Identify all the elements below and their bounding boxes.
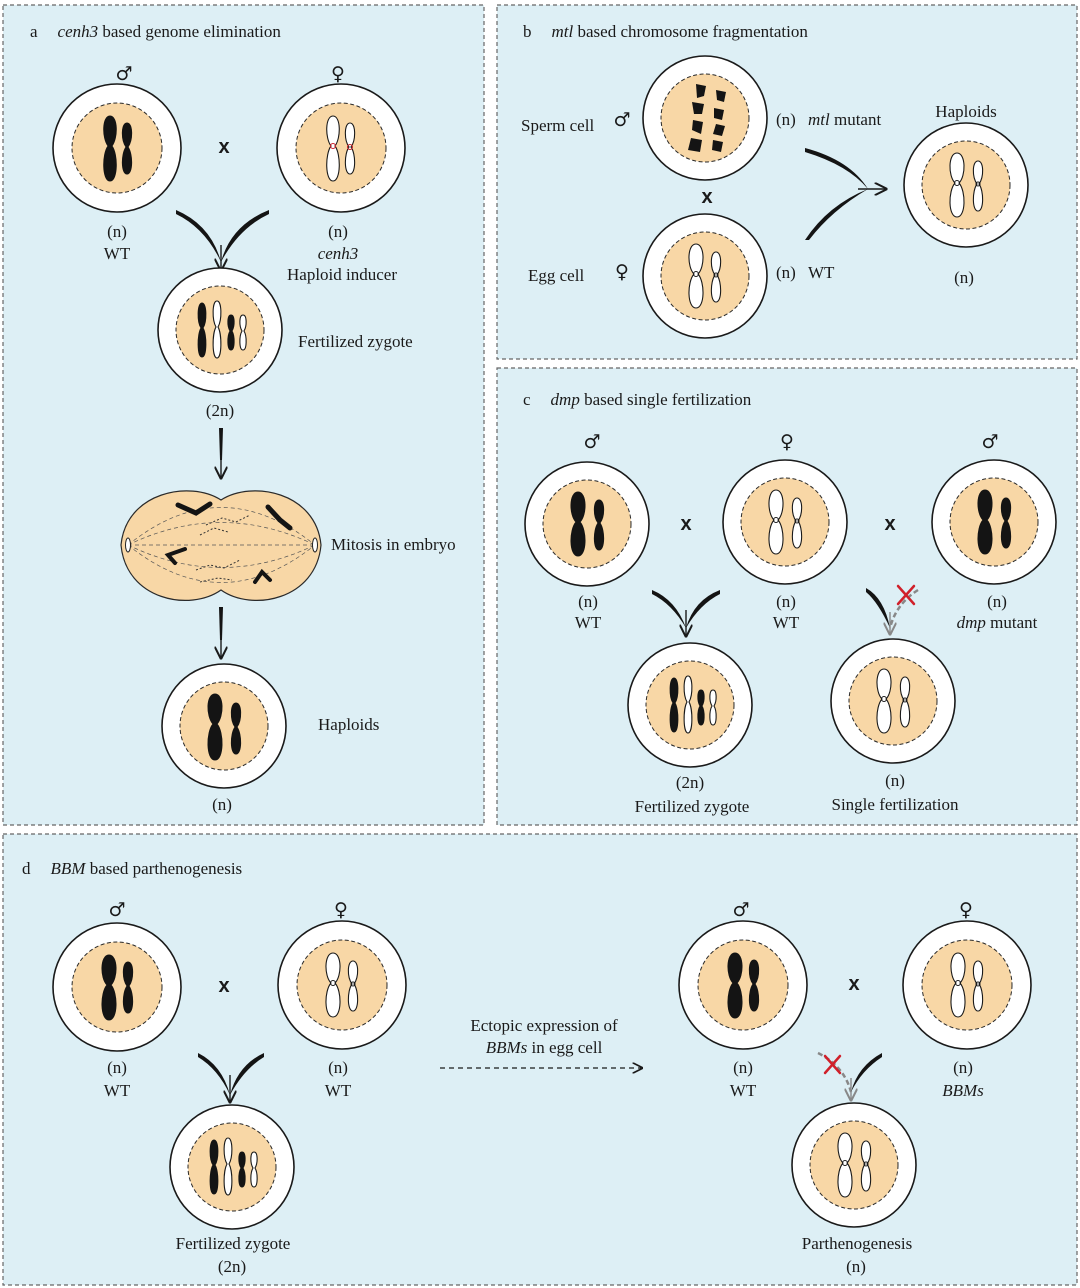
cell-c-male-dmp (931, 459, 1057, 585)
cell-b-haploid (903, 122, 1029, 248)
female-symbol: ♀ (615, 261, 629, 283)
cell-d-female-wt (277, 920, 407, 1050)
ploidy-label: (n) (328, 222, 348, 241)
genotype-label: WT (575, 613, 602, 632)
cell-c-zygote (627, 642, 753, 768)
zygote-label: Fertilized zygote (635, 797, 750, 816)
ectopic-label: Ectopic expression of (470, 1016, 618, 1035)
female-symbol: ♀ (334, 899, 348, 921)
inducer-label: Haploid inducer (287, 265, 397, 284)
genotype-label: mtl mutant (808, 110, 881, 129)
single-fertilization-label: Single fertilization (832, 795, 959, 814)
ploidy-label: (n) (733, 1058, 753, 1077)
genotype-label: dmp mutant (957, 613, 1038, 632)
male-symbol: ♂ (583, 431, 600, 453)
block-cross-icon (823, 1054, 842, 1075)
ploidy-label: (n) (953, 1058, 973, 1077)
cross-symbol: x (680, 513, 691, 535)
cell-b-egg-wt (642, 213, 768, 339)
mitosis-cell (120, 490, 322, 601)
zygote-label: Fertilized zygote (176, 1234, 291, 1253)
cross-symbol: x (218, 975, 229, 997)
male-symbol: ♂ (613, 109, 630, 131)
zygote-label: Fertilized zygote (298, 332, 413, 351)
cell-b-sperm-mtl (642, 55, 768, 181)
blocked-fusion-arrow (866, 584, 919, 634)
cell-c-male-wt (524, 461, 650, 587)
male-symbol: ♂ (732, 899, 749, 921)
male-symbol: ♂ (981, 431, 998, 453)
genotype-label: WT (104, 1081, 131, 1100)
male-symbol: ♂ (115, 63, 132, 85)
female-symbol: ♀ (331, 63, 345, 85)
cell-d-female-bbms (902, 920, 1032, 1050)
ploidy-label: (n) (776, 263, 796, 282)
egg-cell-label: Egg cell (528, 266, 584, 285)
cell-a-female-cenh3 (276, 83, 406, 213)
genotype-label: WT (808, 263, 835, 282)
parthenogenesis-label: Parthenogenesis (802, 1234, 912, 1253)
sperm-cell-label: Sperm cell (521, 116, 594, 135)
cross-symbol: x (701, 186, 712, 208)
genotype-label: WT (773, 613, 800, 632)
cell-c-single (830, 638, 956, 764)
ectopic-label: BBMs in egg cell (486, 1038, 603, 1057)
cell-a-male-wt (52, 83, 182, 213)
male-symbol: ♂ (108, 899, 125, 921)
ploidy-label: (n) (987, 592, 1007, 611)
block-cross-icon (896, 584, 916, 606)
ploidy-label: (2n) (218, 1257, 246, 1276)
ploidy-label: (2n) (676, 773, 704, 792)
fusion-arrow (198, 1053, 264, 1102)
cross-symbol: x (884, 513, 895, 535)
ploidy-label: (n) (846, 1257, 866, 1276)
genotype-label: WT (104, 244, 131, 263)
mitosis-label: Mitosis in embryo (331, 535, 456, 554)
blocked-fusion-arrow (817, 1051, 882, 1100)
ploidy-label: (n) (885, 771, 905, 790)
fusion-arrow (805, 148, 886, 240)
fusion-arrow (176, 210, 269, 270)
female-symbol: ♀ (959, 899, 973, 921)
cell-d-parthenogenesis (791, 1102, 917, 1228)
cell-d-zygote (169, 1104, 295, 1230)
cross-symbol: x (848, 973, 859, 995)
ploidy-label: (n) (107, 1058, 127, 1077)
panel-d-frame (2, 833, 1078, 1286)
ploidy-label: (n) (107, 222, 127, 241)
ploidy-label: (n) (578, 592, 598, 611)
genotype-label: WT (730, 1081, 757, 1100)
genotype-label: cenh3 (318, 244, 359, 263)
haploid-label: Haploids (935, 102, 996, 121)
panel-c-frame (496, 367, 1078, 826)
ploidy-label: (2n) (206, 401, 234, 420)
genotype-label: WT (325, 1081, 352, 1100)
cell-a-zygote (157, 267, 283, 393)
ploidy-label: (n) (328, 1058, 348, 1077)
genotype-label: BBMs (942, 1081, 984, 1100)
cell-c-female-wt (722, 459, 848, 585)
fusion-arrow (652, 590, 720, 636)
female-symbol: ♀ (780, 431, 794, 453)
ploidy-label: (n) (776, 110, 796, 129)
ploidy-label: (n) (212, 795, 232, 814)
cell-a-haploid (161, 663, 287, 789)
cell-d-male-wt (52, 922, 182, 1052)
ploidy-label: (n) (776, 592, 796, 611)
arrow-down (219, 428, 223, 478)
arrow-down (219, 607, 223, 658)
cell-d-male-wt-right (678, 920, 808, 1050)
cross-symbol: x (218, 136, 229, 158)
ploidy-label: (n) (954, 268, 974, 287)
haploid-label: Haploids (318, 715, 379, 734)
